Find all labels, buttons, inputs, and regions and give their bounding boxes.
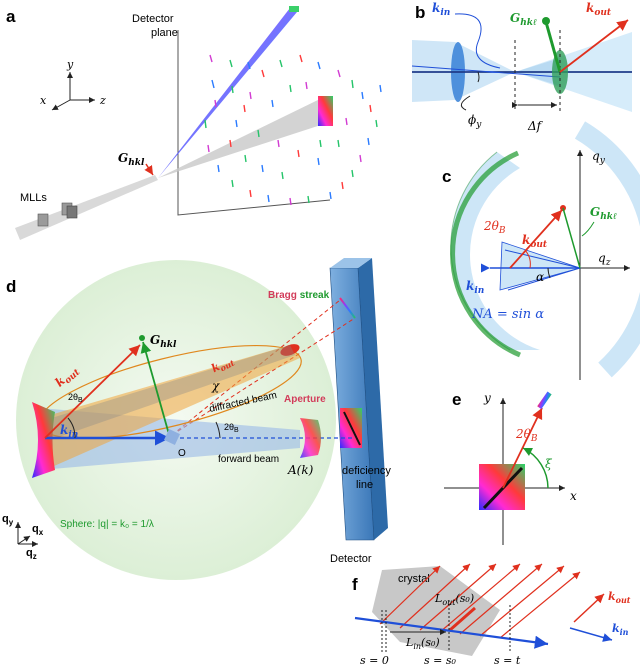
e-xi-label: ξ — [545, 457, 553, 471]
direct-beam-square — [318, 96, 333, 126]
alpha-label-c: α — [536, 270, 544, 284]
panel-c: c qy qz kout 2θB Ghkℓ kin α NA = sin α — [442, 121, 640, 380]
panel-b: b Δf Ghkℓ kout kin ϕy — [411, 1, 632, 133]
e-two-theta-label: 2θB — [515, 427, 538, 444]
diffracted-streak-end — [289, 6, 299, 12]
g-label-c: Ghkℓ — [590, 205, 617, 222]
detector-label: Detector — [132, 13, 174, 25]
k-in-label-b: kin — [432, 1, 450, 18]
c-qy-label: qy — [592, 149, 606, 166]
s-t-label: s = t — [494, 654, 521, 665]
detector-streaks — [204, 54, 382, 206]
g-label-b: Ghkℓ — [510, 11, 537, 28]
origin-label: O — [178, 448, 186, 459]
d-aperture — [300, 418, 321, 458]
e-xi-arc — [522, 447, 549, 489]
panel-f: f crystal Lout(s₀) Lin(s₀) s = 0 s = s₀ … — [352, 563, 631, 665]
f-lout-segment — [449, 606, 476, 632]
axis-y-a: y — [66, 58, 74, 71]
panel-d: d Detector deficiency line Bragg streak … — [2, 258, 391, 580]
d-source-fan — [32, 402, 55, 478]
f-lout-label: Lout(s₀) — [434, 592, 474, 607]
d-bragg-streak — [339, 297, 356, 319]
f-kout-legend-label: kout — [608, 590, 631, 605]
k-in-label-c: kin — [466, 279, 484, 296]
g-vector-d — [140, 341, 171, 439]
e-axis-x-label: x — [570, 489, 577, 503]
mll-blocks — [37, 202, 78, 227]
d-qz-label: qz — [26, 547, 37, 561]
f-kin-beam — [354, 616, 549, 649]
delta-f-label: Δf — [527, 119, 544, 133]
d-origin-crystal — [164, 429, 180, 445]
panel-f-label: f — [352, 575, 358, 594]
diffracted-streak-beam — [158, 8, 297, 178]
k-out-label-c: kout — [522, 233, 548, 250]
g-vector-b — [544, 21, 562, 73]
g-vector-a — [144, 163, 154, 176]
panel-e: e x y 2θB ξ — [444, 390, 577, 545]
phi-label: ϕy — [468, 113, 482, 130]
d-qy-label: qy — [2, 513, 14, 527]
c-qz-label: qz — [598, 251, 611, 268]
mlls-label: MLLs — [20, 192, 47, 204]
incoming-beam — [15, 175, 158, 240]
panel-a-label: a — [6, 7, 16, 26]
f-kout-arrows — [379, 563, 581, 639]
k-out-b — [559, 19, 629, 73]
g-label-d: Ghkl — [150, 333, 177, 350]
k-in-label-d: kin — [60, 423, 78, 440]
panel-e-label: e — [452, 390, 461, 409]
direct-beam-cone — [158, 98, 327, 178]
detector-plane — [177, 30, 331, 216]
a-k-label: A(k) — [287, 463, 314, 477]
d-detector-side — [358, 258, 388, 540]
f-kout-legend — [573, 593, 605, 623]
f-kin-legend-label: kin — [612, 622, 629, 637]
two-theta-mid-d: 2θB — [224, 422, 239, 434]
aperture-label: Aperture — [284, 394, 326, 405]
s-s0-label: s = s₀ — [424, 654, 457, 665]
panel-d-label: d — [6, 277, 16, 296]
xyz-axes — [51, 72, 95, 111]
k-out-d — [44, 344, 141, 439]
e-two-theta-arrow — [502, 407, 543, 489]
sphere-label: Sphere: |q| = k₀ = 1/λ — [60, 519, 154, 530]
forward-label: forward beam — [218, 454, 279, 465]
crystal-label: crystal — [398, 573, 430, 585]
plane-label: plane — [151, 27, 178, 39]
k-out-c — [509, 209, 563, 269]
k-out-label-b: kout — [586, 1, 612, 18]
d-q-axes — [15, 522, 38, 547]
two-theta-left-d: 2θB — [68, 392, 83, 404]
deficiency-label: deficiency — [342, 465, 391, 477]
panel-a: a Detector plane y z x MLLs Ghkl — [6, 6, 382, 240]
axis-z-a: z — [99, 94, 106, 107]
na-label: NA = sin α — [471, 307, 544, 322]
d-detector-top — [330, 258, 372, 268]
f-lin-label: Lin(s₀) — [405, 636, 440, 651]
s0-label: s = 0 — [360, 654, 389, 665]
e-axis-y-label: y — [483, 391, 491, 405]
d-grey-band — [45, 345, 295, 440]
axis-x-a: x — [40, 94, 47, 107]
f-kin-legend — [569, 627, 613, 642]
d-detector-label: Detector — [330, 553, 372, 565]
panel-b-label: b — [415, 3, 425, 22]
bragg-label: Bragg streak — [268, 290, 330, 301]
panel-c-label: c — [442, 167, 451, 186]
g-label-a: Ghkl — [118, 151, 145, 168]
d-qx-label: qx — [32, 523, 44, 537]
chi-label: χ — [211, 379, 220, 393]
two-theta-c: 2θB — [483, 219, 506, 236]
line-label: line — [356, 479, 373, 491]
c-ewald-band — [450, 152, 540, 350]
